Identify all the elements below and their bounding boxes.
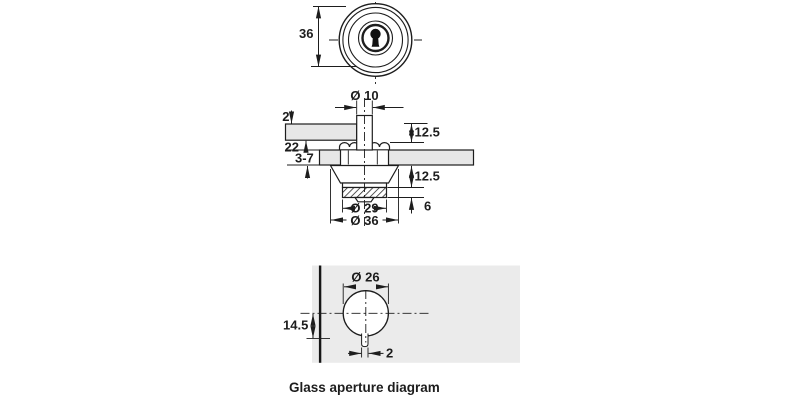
aperture-view: Ø 26 14.5 2 Glass aperture diagram [283, 265, 520, 395]
aperture-notch [361, 333, 369, 348]
cylinder-plug-ring [361, 23, 390, 53]
spindle-diameter-dimension: Ø 10 [335, 88, 404, 115]
flange-diameter-label: Ø 36 [350, 213, 378, 228]
face-second-ring [342, 6, 409, 74]
notch-width-label: 2 [386, 346, 393, 361]
keyhole-icon [370, 28, 381, 47]
base-diameter-label: Ø 29 [350, 201, 378, 216]
bottom-dimensions: Ø 29 Ø 36 [330, 169, 399, 228]
aperture-caption: Glass aperture diagram [289, 380, 440, 395]
glass-edge-line [318, 265, 322, 363]
base-ring-height-label: 6 [424, 199, 431, 214]
left-dimensions: 2 22 3-7 [282, 109, 320, 179]
glass-section-left [318, 149, 342, 166]
face-view: 36 [299, 2, 422, 85]
edge-offset-dimension: 14.5 [283, 313, 330, 340]
cylinder-ring [357, 20, 394, 56]
latch-reach-label: 22 [285, 140, 299, 155]
notch-width-dimension: 2 [348, 346, 393, 361]
glass-section-right [387, 149, 475, 166]
hole-diameter-dimension: Ø 26 [342, 270, 389, 304]
hole-diameter-label: Ø 26 [351, 270, 379, 285]
section-view: Ø 10 2 22 3-7 12.5 12.5 6 [282, 88, 475, 228]
cam-tab [353, 196, 376, 203]
latch-thickness-label: 2 [282, 109, 289, 124]
aperture-notch-fill [361, 333, 368, 347]
height-below-glass-label: 12.5 [415, 169, 440, 184]
glass-thickness-label: 3-7 [295, 151, 314, 166]
right-dimensions: 12.5 12.5 6 [387, 123, 440, 214]
body-in-hole-lines [347, 150, 378, 165]
face-diameter-label: 36 [299, 26, 313, 41]
height-above-glass-label: 12.5 [415, 125, 440, 140]
face-diameter-dimension: 36 [299, 6, 357, 67]
face-third-ring [347, 12, 404, 68]
latch-arm [284, 123, 358, 141]
edge-offset-label: 14.5 [283, 318, 308, 333]
spindle-diameter-label: Ø 10 [350, 88, 378, 103]
